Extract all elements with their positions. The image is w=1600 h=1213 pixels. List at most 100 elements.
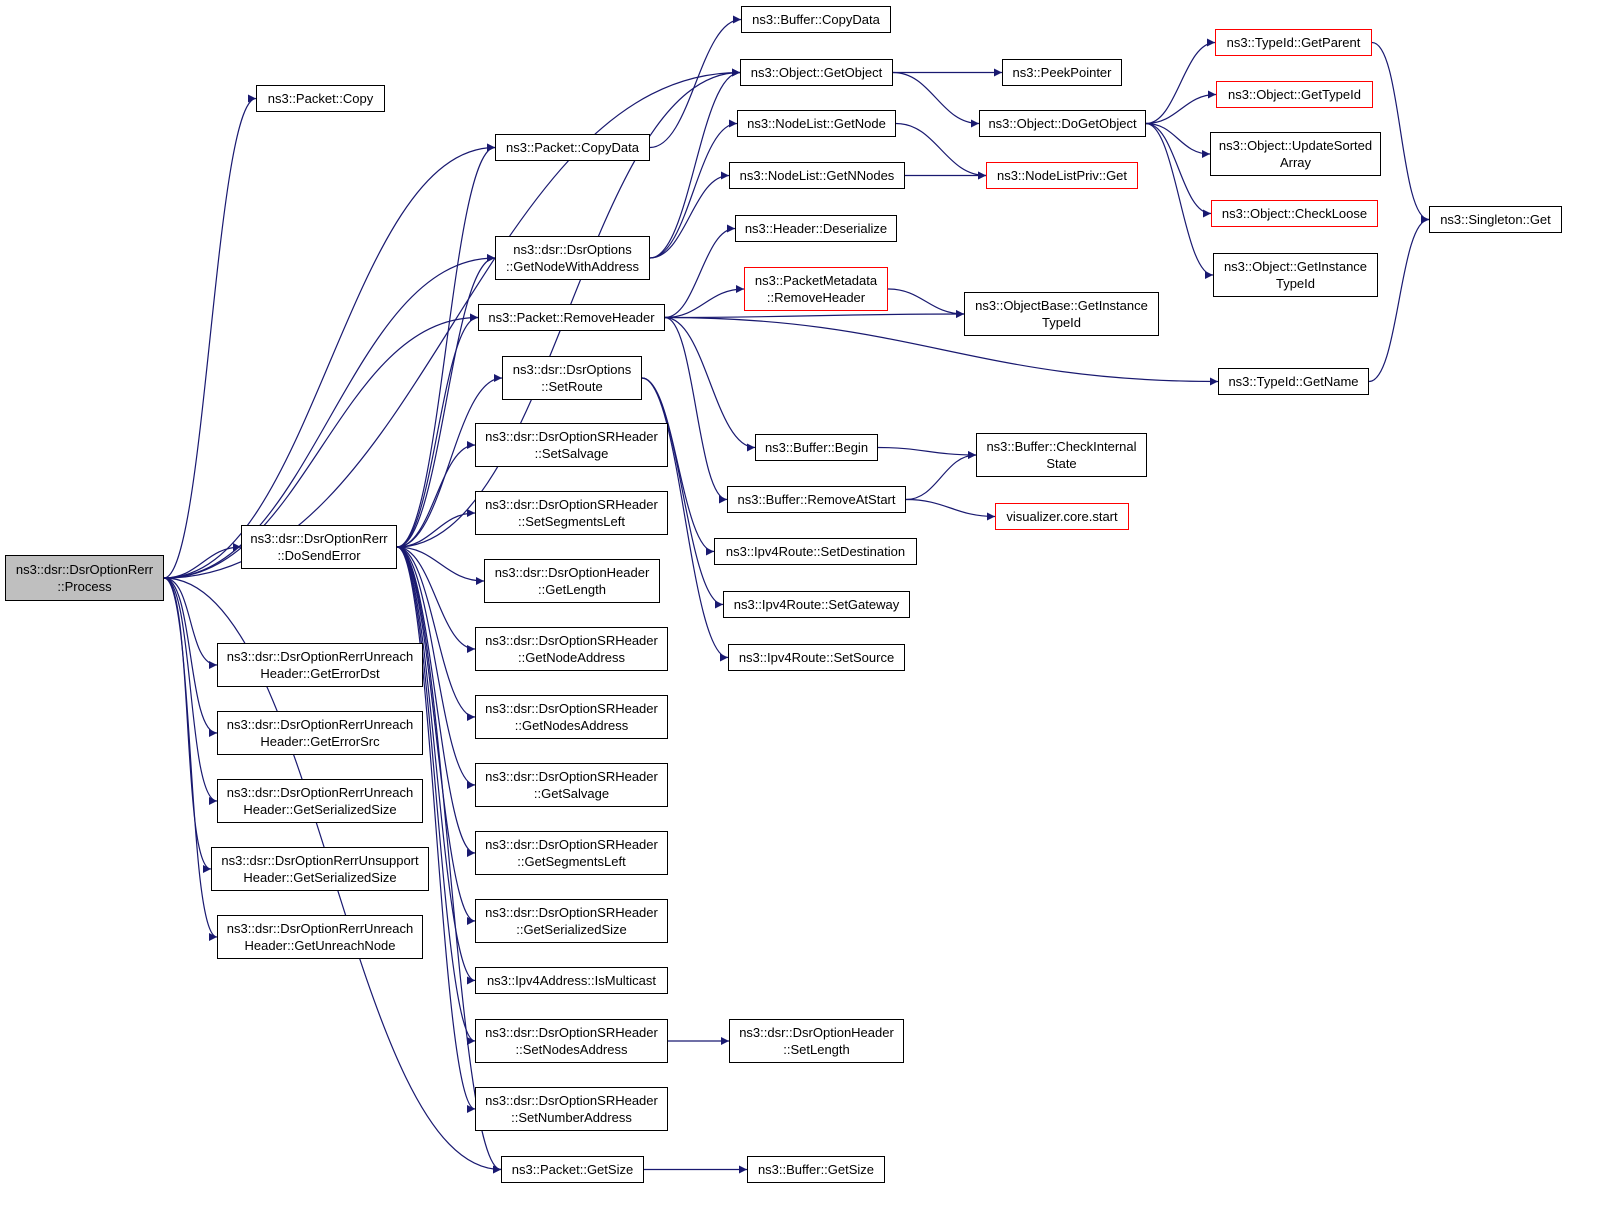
- node-header-deserialize[interactable]: ns3::Header::Deserialize: [735, 215, 897, 242]
- call-edge: [1368, 215, 1430, 383]
- call-edge: [641, 377, 729, 662]
- node-unsupport-getserializedsize[interactable]: ns3::dsr::DsrOptionRerrUnsupport Header:…: [211, 847, 429, 891]
- call-edge: [163, 577, 218, 941]
- node-unreach-getserializedsize[interactable]: ns3::dsr::DsrOptionRerrUnreach Header::G…: [217, 779, 423, 823]
- node-process: ns3::dsr::DsrOptionRerr ::Process: [5, 555, 164, 601]
- node-srheader-getnodesaddress[interactable]: ns3::dsr::DsrOptionSRHeader ::GetNodesAd…: [475, 695, 668, 739]
- node-buffer-checkinternalstate[interactable]: ns3::Buffer::CheckInternal State: [976, 433, 1147, 477]
- call-edge: [664, 316, 1219, 386]
- node-unreach-geterrordst[interactable]: ns3::dsr::DsrOptionRerrUnreach Header::G…: [217, 643, 423, 687]
- node-packet-copydata[interactable]: ns3::Packet::CopyData: [495, 134, 650, 161]
- node-unreach-geterrorsrc[interactable]: ns3::dsr::DsrOptionRerrUnreach Header::G…: [217, 711, 423, 755]
- node-srheader-getserializedsize[interactable]: ns3::dsr::DsrOptionSRHeader ::GetSeriali…: [475, 899, 668, 943]
- call-edge: [649, 119, 738, 259]
- node-buffer-removeatstart[interactable]: ns3::Buffer::RemoveAtStart: [727, 486, 906, 513]
- node-ipv4route-setgateway[interactable]: ns3::Ipv4Route::SetGateway: [723, 591, 910, 618]
- node-srheader-setsegmentsleft[interactable]: ns3::dsr::DsrOptionSRHeader ::SetSegment…: [475, 491, 668, 535]
- call-edge: [163, 577, 218, 737]
- call-edge: [892, 71, 980, 128]
- call-edge: [1371, 41, 1430, 224]
- call-edge: [396, 546, 476, 857]
- call-edge: [163, 543, 242, 579]
- node-object-getinstancetypeid[interactable]: ns3::Object::GetInstance TypeId: [1213, 253, 1378, 297]
- node-buffer-copydata[interactable]: ns3::Buffer::CopyData: [741, 6, 891, 33]
- node-typeid-getname[interactable]: ns3::TypeId::GetName: [1218, 368, 1369, 395]
- node-ipv4route-setdestination[interactable]: ns3::Ipv4Route::SetDestination: [714, 538, 917, 565]
- call-edge: [1145, 122, 1214, 279]
- node-objectbase-getinstancetypeid[interactable]: ns3::ObjectBase::GetInstance TypeId: [964, 292, 1159, 336]
- call-edge: [1145, 38, 1216, 125]
- node-dsroptions-setroute[interactable]: ns3::dsr::DsrOptions ::SetRoute: [502, 356, 642, 400]
- call-edge: [396, 546, 476, 789]
- call-edge: [396, 546, 476, 721]
- node-srheader-setsalvage[interactable]: ns3::dsr::DsrOptionSRHeader ::SetSalvage: [475, 423, 668, 467]
- node-dsroptions-getnodewithaddress[interactable]: ns3::dsr::DsrOptions ::GetNodeWithAddres…: [495, 236, 650, 280]
- call-edge: [649, 171, 730, 259]
- call-edge: [649, 68, 741, 259]
- call-edge: [396, 546, 476, 1113]
- call-edge: [887, 288, 965, 318]
- call-edge: [1145, 122, 1211, 158]
- call-edge: [163, 577, 218, 669]
- node-object-gettypeid[interactable]: ns3::Object::GetTypeId: [1216, 81, 1373, 108]
- call-edge: [1145, 122, 1212, 218]
- call-edge: [163, 143, 496, 579]
- call-edge: [664, 316, 728, 504]
- node-object-updatesortedarray[interactable]: ns3::Object::UpdateSorted Array: [1210, 132, 1381, 176]
- call-edge: [664, 285, 745, 319]
- call-edge: [396, 441, 476, 548]
- call-edge: [664, 224, 736, 319]
- node-packet-removeheader[interactable]: ns3::Packet::RemoveHeader: [478, 304, 665, 331]
- node-nodelistpriv-get[interactable]: ns3::NodeListPriv::Get: [986, 162, 1138, 189]
- node-unreach-getunreachnode[interactable]: ns3::dsr::DsrOptionRerrUnreach Header::G…: [217, 915, 423, 959]
- call-edge: [163, 577, 212, 873]
- node-object-getobject[interactable]: ns3::Object::GetObject: [740, 59, 893, 86]
- call-edge: [396, 254, 496, 548]
- node-header-setlength[interactable]: ns3::dsr::DsrOptionHeader ::SetLength: [729, 1019, 904, 1063]
- call-edge: [396, 313, 479, 548]
- node-peekpointer[interactable]: ns3::PeekPointer: [1002, 59, 1122, 86]
- call-edge: [664, 316, 756, 452]
- call-edge: [396, 546, 476, 985]
- node-header-getlength[interactable]: ns3::dsr::DsrOptionHeader ::GetLength: [484, 559, 660, 603]
- node-packet-copy[interactable]: ns3::Packet::Copy: [256, 85, 385, 112]
- call-edge: [396, 509, 476, 548]
- call-edge: [163, 254, 496, 579]
- call-edge: [396, 546, 476, 1045]
- call-edge: [895, 122, 987, 180]
- call-edge: [905, 498, 996, 521]
- call-edge: [1145, 90, 1217, 125]
- call-edge: [877, 446, 977, 459]
- call-edge: [396, 143, 496, 548]
- call-edge: [163, 577, 218, 805]
- node-ipv4route-setsource[interactable]: ns3::Ipv4Route::SetSource: [728, 644, 905, 671]
- node-singleton-get[interactable]: ns3::Singleton::Get: [1429, 206, 1562, 233]
- node-srheader-getsegmentsleft[interactable]: ns3::dsr::DsrOptionSRHeader ::GetSegment…: [475, 831, 668, 875]
- call-edge: [396, 546, 502, 1174]
- call-edge: [396, 546, 476, 653]
- call-edge: [163, 94, 257, 579]
- node-object-dogetobject[interactable]: ns3::Object::DoGetObject: [979, 110, 1146, 137]
- node-packetmetadata-removeheader[interactable]: ns3::PacketMetadata ::RemoveHeader: [744, 267, 888, 311]
- node-srheader-setnumberaddress[interactable]: ns3::dsr::DsrOptionSRHeader ::SetNumberA…: [475, 1087, 668, 1131]
- node-buffer-begin[interactable]: ns3::Buffer::Begin: [755, 434, 878, 461]
- node-srheader-getsalvage[interactable]: ns3::dsr::DsrOptionSRHeader ::GetSalvage: [475, 763, 668, 807]
- node-packet-getsize[interactable]: ns3::Packet::GetSize: [501, 1156, 644, 1183]
- node-visualizer-core-start[interactable]: visualizer.core.start: [995, 503, 1129, 530]
- node-srheader-getnodeaddress[interactable]: ns3::dsr::DsrOptionSRHeader ::GetNodeAdd…: [475, 627, 668, 671]
- call-edge: [163, 313, 479, 579]
- node-srheader-setnodesaddress[interactable]: ns3::dsr::DsrOptionSRHeader ::SetNodesAd…: [475, 1019, 668, 1063]
- node-typeid-getparent[interactable]: ns3::TypeId::GetParent: [1215, 29, 1372, 56]
- node-nodelist-getnnodes[interactable]: ns3::NodeList::GetNNodes: [729, 162, 905, 189]
- node-nodelist-getnode[interactable]: ns3::NodeList::GetNode: [737, 110, 896, 137]
- call-edge: [396, 546, 485, 585]
- node-buffer-getsize[interactable]: ns3::Buffer::GetSize: [747, 1156, 885, 1183]
- node-ipv4address-ismulticast[interactable]: ns3::Ipv4Address::IsMulticast: [475, 967, 668, 994]
- call-edge: [649, 15, 742, 149]
- node-rerr-dosenderror[interactable]: ns3::dsr::DsrOptionRerr ::DoSendError: [241, 525, 397, 569]
- call-edge: [664, 310, 965, 319]
- call-edge: [905, 451, 977, 501]
- node-object-checkloose[interactable]: ns3::Object::CheckLoose: [1211, 200, 1378, 227]
